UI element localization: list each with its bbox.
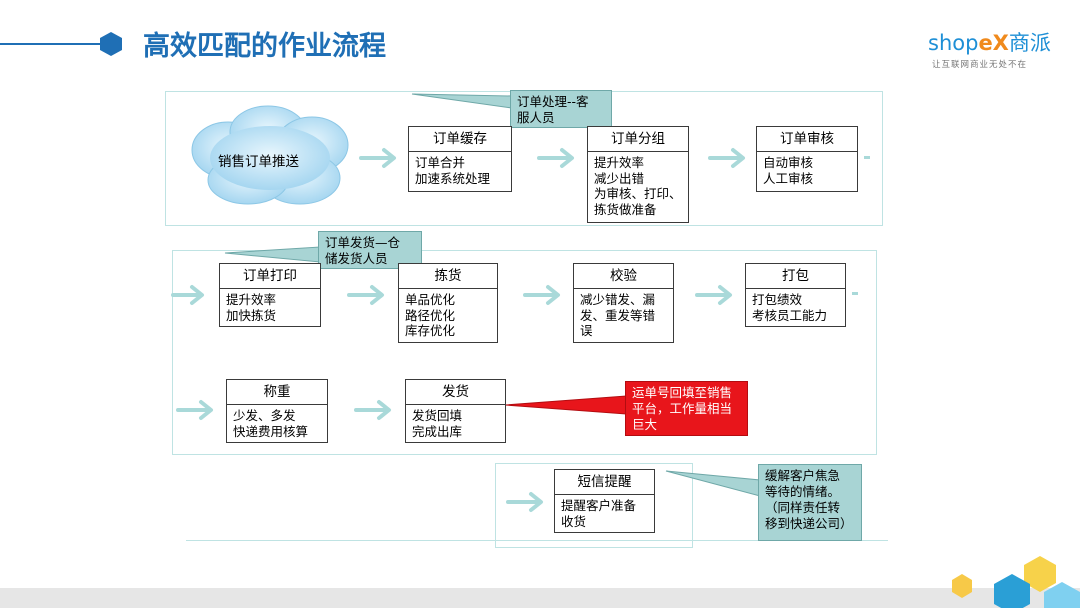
step-header: 拣货	[399, 264, 497, 289]
arrow-right-icon	[506, 492, 543, 512]
callout-order-shipping: 订单发货—仓 储发货人员	[318, 231, 422, 269]
step-header: 打包	[746, 264, 845, 289]
step-body: 单品优化 路径优化 库存优化	[405, 292, 456, 338]
step-verification: 校验 减少错发、漏 发、重发等错 误	[573, 263, 674, 343]
step-body: 少发、多发 快递费用核算	[233, 408, 309, 439]
title-rule	[0, 43, 112, 45]
hexagon-icon	[100, 32, 122, 56]
callout-sms-note: 缓解客户焦急 等待的情绪。 （同样责任转 移到快递公司）	[758, 464, 862, 541]
step-body: 减少错发、漏 发、重发等错 误	[580, 292, 656, 338]
cloud-label: 销售订单推送	[218, 154, 299, 170]
step-weighing: 称重 少发、多发 快递费用核算	[226, 379, 328, 443]
continuation-mark	[864, 156, 870, 159]
step-header: 订单缓存	[409, 127, 511, 152]
arrow-right-icon	[171, 285, 204, 305]
arrow-right-icon	[347, 285, 384, 305]
shopex-logo: shopeX商派 让互联网商业无处不在	[928, 31, 1051, 70]
step-header: 订单分组	[588, 127, 688, 152]
step-order-grouping: 订单分组 提升效率 减少出错 为审核、打印、 拣货做准备	[587, 126, 689, 223]
step-packing: 打包 打包绩效 考核员工能力	[745, 263, 846, 327]
step-shipping: 发货 发货回填 完成出库	[405, 379, 506, 443]
callout-waybill-alert: 运单号回填至销售 平台，工作量相当 巨大	[625, 381, 748, 436]
arrow-right-icon	[537, 148, 574, 168]
step-body: 打包绩效 考核员工能力	[752, 292, 828, 323]
bottom-rule	[186, 540, 888, 541]
arrow-right-icon	[176, 400, 213, 420]
step-picking: 拣货 单品优化 路径优化 库存优化	[398, 263, 498, 343]
footer-band	[0, 588, 1080, 608]
cloud-shape	[191, 105, 349, 205]
arrow-right-icon	[359, 148, 396, 168]
step-body: 提升效率 加快拣货	[226, 292, 277, 323]
step-header: 短信提醒	[555, 470, 654, 495]
step-sms-reminder: 短信提醒 提醒客户准备 收货	[554, 469, 655, 533]
step-header: 校验	[574, 264, 673, 289]
step-order-review: 订单审核 自动审核 人工审核	[756, 126, 858, 192]
step-header: 订单审核	[757, 127, 857, 152]
step-order-print: 订单打印 提升效率 加快拣货	[219, 263, 321, 327]
arrow-right-icon	[695, 285, 732, 305]
callout-pointer	[224, 246, 321, 263]
step-header: 称重	[227, 380, 327, 405]
hexagon-decoration	[952, 556, 1080, 608]
arrow-right-icon	[708, 148, 745, 168]
continuation-mark	[852, 292, 858, 295]
step-body: 提醒客户准备 收货	[561, 498, 637, 529]
arrow-right-icon	[523, 285, 560, 305]
logo-tagline: 让互联网商业无处不在	[932, 60, 1028, 70]
page-title: 高效匹配的作业流程	[143, 31, 386, 62]
callout-pointer	[665, 470, 761, 497]
step-body: 发货回填 完成出库	[412, 408, 463, 439]
callout-pointer	[411, 93, 513, 109]
callout-pointer	[504, 395, 627, 415]
step-body: 订单合并 加速系统处理	[415, 155, 491, 186]
callout-order-processing: 订单处理--客 服人员	[510, 90, 612, 128]
step-body: 提升效率 减少出错 为审核、打印、 拣货做准备	[594, 155, 682, 217]
step-body: 自动审核 人工审核	[763, 155, 814, 186]
step-order-cache: 订单缓存 订单合并 加速系统处理	[408, 126, 512, 192]
step-header: 发货	[406, 380, 505, 405]
step-header: 订单打印	[220, 264, 320, 289]
arrow-right-icon	[354, 400, 391, 420]
